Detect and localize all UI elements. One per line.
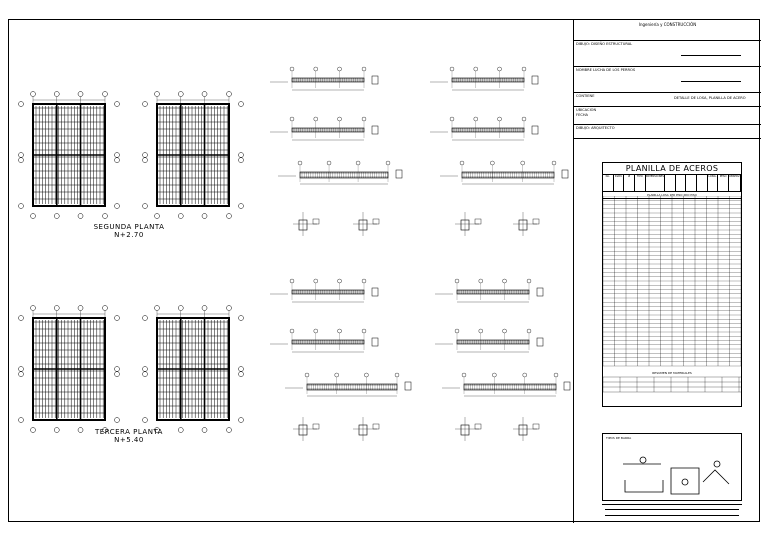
beam-detail [435, 278, 544, 303]
beam-detail [442, 372, 571, 397]
general-notes [602, 504, 742, 523]
tb-row-design: DIBUJO: DISEÑO ESTRUCTURAL [574, 41, 761, 67]
planilla-col-9: LONG. [708, 175, 719, 191]
beam-detail [285, 372, 412, 397]
planilla-col-5 [665, 175, 676, 191]
tb-row-project: NOMBRE LUCHA DE LOS PERROS [574, 67, 761, 93]
contents-value: DETALLE DE LOSA, PLANILLA DE ACERO [674, 96, 746, 100]
planilla-col-11: OBSERV. [729, 175, 741, 191]
planilla-col-0: No. [603, 175, 614, 191]
planilla-col-2: Ø [624, 175, 636, 191]
company-name: Ingeniería y CONSTRUCCIÓN [638, 22, 697, 27]
beam-detail [440, 160, 569, 185]
tb-row-contents: CONTIENE DETALLE DE LOSA, PLANILLA DE AC… [574, 93, 761, 107]
bar-types-panel: TIPOS DE BARRA [602, 433, 742, 501]
floor-plan [142, 305, 244, 433]
column-section [513, 212, 540, 236]
planilla-grid: RESUMEN DE MATERIALES [603, 196, 741, 393]
beam-detail [435, 328, 544, 353]
tb-row-drawn: DIBUJO: ARQUITECTO [574, 125, 761, 139]
location-label: UBICACION [576, 108, 597, 112]
segunda-planta-name: SEGUNDA PLANTA [93, 223, 165, 231]
planilla-col-8 [697, 175, 708, 191]
segunda-planta-level: N+2.70 [114, 231, 144, 239]
contents-label: CONTIENE [576, 94, 595, 98]
beam-detail [430, 116, 539, 141]
beam-detail [270, 328, 379, 353]
column-section [293, 417, 320, 441]
column-section [455, 212, 482, 236]
beam-detail [270, 66, 379, 91]
column-section [353, 417, 380, 441]
floor-plan [142, 91, 244, 219]
project-label: NOMBRE LUCHA DE LOS PERROS [576, 68, 636, 72]
column-section [455, 417, 482, 441]
planilla-col-6 [676, 175, 687, 191]
segunda-planta-label: SEGUNDA PLANTA N+2.70 [79, 223, 179, 239]
planilla-col-3: TIPO [635, 175, 646, 191]
tercera-planta-name: TERCERA PLANTA [95, 428, 163, 436]
tercera-planta-level: N+5.40 [114, 436, 144, 444]
tb-row-location: UBICACION FECHA [574, 107, 761, 125]
drawing-sheet: SEGUNDA PLANTA N+2.70 TERCERA PLANTA N+5… [8, 19, 761, 523]
planilla-col-7 [686, 175, 697, 191]
beam-detail [430, 66, 539, 91]
beam-detail [278, 160, 403, 185]
title-block: Ingeniería y CONSTRUCCIÓN DIBUJO: DISEÑO… [573, 20, 761, 523]
column-section [513, 417, 540, 441]
tercera-planta-label: TERCERA PLANTA N+5.40 [79, 428, 179, 444]
bar-types-sketch [623, 456, 730, 495]
floor-plan [18, 91, 120, 219]
bar-types-title: TIPOS DE BARRA [606, 436, 632, 440]
planilla-col-4: DIMENSIONES [646, 175, 665, 191]
structural-drawing [18, 66, 571, 441]
design-label: DIBUJO: DISEÑO ESTRUCTURAL [576, 42, 633, 46]
floor-plan [18, 305, 120, 433]
planilla-title: PLANILLA DE ACEROS [603, 163, 741, 175]
column-section [353, 212, 380, 236]
column-section [293, 212, 320, 236]
beam-detail [270, 278, 379, 303]
beam-detail [270, 116, 379, 141]
drawn-label: DIBUJO: ARQUITECTO [576, 126, 615, 130]
title-block-header: Ingeniería y CONSTRUCCIÓN [574, 20, 761, 41]
planilla-col-1: DIAM. [614, 175, 625, 191]
date-label: FECHA [576, 113, 589, 117]
resumen-title: RESUMEN DE MATERIALES [652, 371, 692, 375]
planilla-col-10: PESO [718, 175, 729, 191]
